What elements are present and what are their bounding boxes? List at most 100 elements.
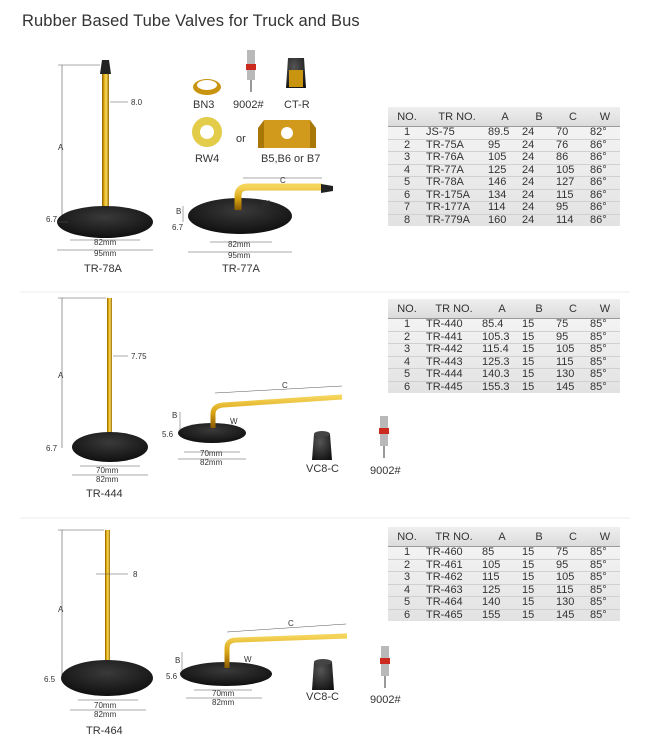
dim-56-label: 5.6 [162,430,174,439]
size-70-label: 70mm [96,466,119,475]
cell-no: 2 [388,331,426,344]
cell-tr-no: TR-75A [426,139,488,152]
cell-a: 105 [488,151,522,165]
size-82-label: 82mm [94,238,117,247]
dim-b-label: B [175,656,180,665]
col-header-w: W [590,527,620,547]
size-95b-label: 95mm [228,251,251,260]
col-header-w: W [590,107,620,127]
col-header-c: C [556,527,590,547]
cell-w: 85° [590,546,620,560]
cell-w: 85° [590,571,620,585]
cell-tr-no: TR-460 [426,546,482,560]
cell-no: 8 [403,213,411,226]
cell-b: 24 [522,139,556,152]
size-95-label: 95mm [94,249,117,258]
cell-b: 15 [522,356,556,369]
cell-b: 24 [522,213,535,226]
dim-base2-label: 6.7 [172,223,184,232]
cell-c: 95 [556,331,590,344]
size-70-label: 70mm [94,701,117,710]
dim-w-label: W [230,417,238,426]
dim-56-label: 5.6 [166,672,178,681]
table-header-row: NO. TR NO. A B C W [388,299,620,319]
size-70b-label: 70mm [200,449,223,458]
cell-b: 24 [522,189,556,202]
cell-tr-no: TR-177A [426,201,488,215]
cell-a: 105 [482,559,522,572]
valve-name: TR-464 [86,725,123,737]
valve-bent-name: TR-77A [222,263,261,275]
part-b5-label: B5,B6 or B7 [261,153,320,165]
cell-tr-no: TR-445 [426,380,463,393]
cell-tr-no: TR-78A [426,176,488,190]
col-header-tr-no: TR NO. [426,527,482,547]
table-header-row: NO. TR NO. A B C W [388,107,620,127]
col-header-a: A [482,299,522,319]
cell-tr-no: TR-464 [426,596,482,610]
cell-tr-no: TR-441 [426,331,482,344]
cell-no: 3 [388,571,426,585]
cell-a: 134 [488,189,522,202]
cell-w: 85° [590,584,620,597]
cell-c: 95 [556,559,590,572]
cell-b: 15 [522,368,556,382]
cell-a: 146 [488,176,522,190]
cell-a: 85 [482,546,522,560]
cell-a: 114 [488,201,522,215]
cell-c: 115 [556,356,590,369]
part-9002-drawing: 9002# [370,646,401,706]
dim-c-label: C [282,381,288,390]
cell-b: 15 [522,559,556,572]
cell-no: 1 [388,546,426,560]
cell-c: 105 [556,343,590,357]
dim-b-label: B [176,207,181,216]
cell-no: 7 [388,201,426,215]
cell-tr-no: TR-444 [426,368,482,382]
dim-775-label: 7.75 [131,352,147,361]
dim-c-label: C [288,619,294,628]
cell-a: 125 [488,164,522,177]
cell-b: 15 [522,546,556,560]
col-header-b: B [522,527,556,547]
cell-c: 70 [556,126,590,140]
col-header-b: B [522,107,556,127]
cell-w: 85° [590,343,620,357]
cell-no: 2 [388,559,426,572]
dim-base-label: 6.7 [46,444,58,453]
cell-w: 86° [590,151,620,165]
cell-w: 85° [590,559,620,572]
cell-tr-no: TR-440 [426,318,482,332]
col-header-c: C [556,299,590,319]
cell-tr-no: TR-462 [426,571,482,585]
cell-c: 130 [556,368,590,382]
dim-a-label: A [58,143,64,152]
size-82b-label: 82mm [200,458,223,467]
valve-tr77a-drawing: C W B 6.7 82mm 95mm TR-77A [172,176,333,275]
part-9002-label: 9002# [370,694,401,706]
cell-no: 3 [388,151,426,165]
col-header-no: NO. [388,299,426,319]
cell-a: 115.4 [482,343,522,357]
cell-w: 86° [590,189,620,202]
cell-c: 76 [556,139,590,152]
cell-c: 105 [556,571,590,585]
cell-a: 105.3 [482,331,522,344]
cell-tr-no: TR-465 [426,608,463,621]
or-label: or [236,133,246,145]
cell-no: 1 [388,318,426,332]
cell-no: 5 [388,596,426,610]
